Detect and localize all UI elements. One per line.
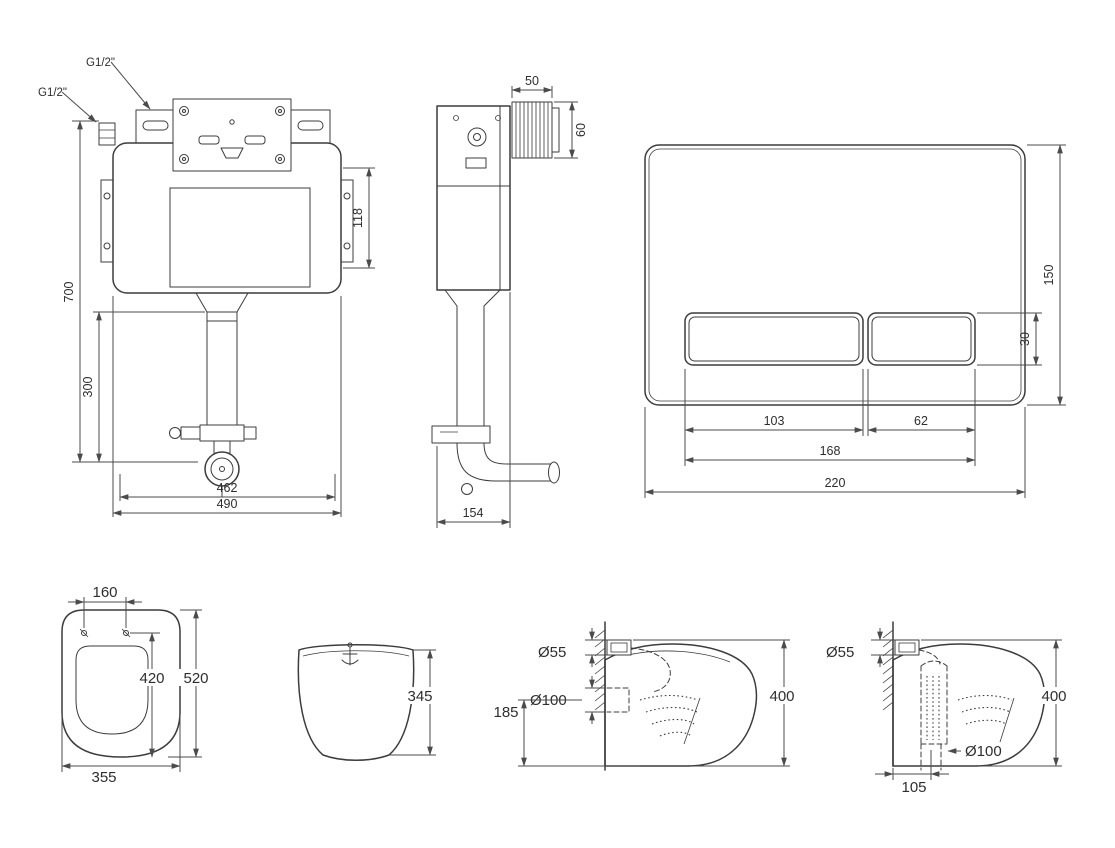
internal-channels bbox=[606, 647, 701, 745]
frame-plate bbox=[172, 98, 292, 172]
dim-62: 62 bbox=[867, 369, 976, 466]
svg-text:700: 700 bbox=[62, 282, 76, 303]
access-panel bbox=[169, 187, 311, 288]
dim-160: 160 bbox=[68, 584, 142, 628]
dim-185: 185 bbox=[493, 699, 640, 767]
svg-text:462: 462 bbox=[217, 481, 238, 495]
dim-700: 700 bbox=[62, 120, 198, 463]
svg-text:160: 160 bbox=[92, 584, 117, 601]
fixing-symbol bbox=[341, 642, 359, 666]
svg-text:60: 60 bbox=[574, 123, 588, 137]
dim-150: 150 bbox=[1027, 144, 1066, 406]
inlet-label-left: G1/2" bbox=[38, 87, 67, 99]
face-details bbox=[453, 115, 501, 169]
svg-text:355: 355 bbox=[91, 769, 116, 786]
dim-400-wall: 400 bbox=[633, 639, 802, 767]
dim-168: 168 bbox=[684, 444, 976, 463]
svg-text:185: 185 bbox=[493, 704, 518, 721]
outlet-valve bbox=[169, 424, 257, 498]
svg-text:490: 490 bbox=[217, 497, 238, 511]
dim-103: 103 bbox=[684, 369, 864, 466]
svg-text:154: 154 bbox=[463, 506, 484, 520]
svg-text:Ø55: Ø55 bbox=[538, 644, 566, 661]
internal-trap bbox=[918, 649, 1015, 771]
dim-outlet-diameter: Ø100 bbox=[947, 743, 1002, 760]
inlet-label-top: G1/2" bbox=[86, 57, 115, 69]
inlet-fitting bbox=[98, 122, 116, 146]
dim-220: 220 bbox=[644, 407, 1026, 498]
outlet-elbow bbox=[456, 442, 560, 495]
leader-line bbox=[61, 91, 97, 123]
bowl-top-view: 160 420 520 355 bbox=[61, 584, 215, 786]
flush-pipe bbox=[195, 292, 249, 426]
svg-text:220: 220 bbox=[825, 476, 846, 490]
dim-118: 118 bbox=[343, 167, 375, 269]
svg-text:Ø55: Ø55 bbox=[826, 644, 854, 661]
flush-button-small bbox=[867, 312, 976, 366]
inlet-spigot bbox=[606, 639, 632, 656]
dim-105: 105 bbox=[875, 750, 949, 796]
wall-brackets bbox=[100, 179, 354, 263]
svg-text:105: 105 bbox=[901, 779, 926, 796]
bowl-wall-outlet-view: Ø55 Ø100 185 400 bbox=[493, 621, 802, 771]
dim-420: 420 bbox=[130, 632, 171, 758]
pipe-bracket bbox=[431, 425, 491, 444]
cistern-body-side bbox=[436, 105, 511, 291]
bowl-opening bbox=[75, 645, 149, 735]
dim-300: 300 bbox=[81, 311, 205, 463]
dim-60: 60 bbox=[554, 101, 588, 159]
svg-text:30: 30 bbox=[1018, 332, 1032, 346]
svg-text:520: 520 bbox=[183, 670, 208, 687]
dim-345: 345 bbox=[389, 649, 440, 756]
dim-50: 50 bbox=[511, 74, 553, 98]
svg-text:118: 118 bbox=[351, 208, 365, 228]
svg-text:50: 50 bbox=[525, 74, 539, 88]
svg-text:345: 345 bbox=[407, 688, 432, 705]
cistern-front-view: G1/2" G1/2" 700 300 118 462 bbox=[38, 57, 375, 517]
leader-line bbox=[110, 61, 151, 110]
wall-hatching bbox=[594, 621, 606, 771]
bowl-floor-outlet-view: Ø55 400 Ø100 105 bbox=[826, 621, 1074, 796]
inlet-spigot bbox=[894, 639, 920, 656]
svg-text:103: 103 bbox=[764, 414, 785, 428]
wall-hatching bbox=[882, 621, 894, 767]
hinge-holes bbox=[79, 628, 131, 638]
dim-inlet-diameter: Ø55 bbox=[826, 628, 895, 667]
flush-pipe-side bbox=[444, 289, 501, 443]
svg-text:300: 300 bbox=[81, 377, 95, 398]
bowl-front-view: 345 bbox=[297, 642, 440, 761]
inlet-connector bbox=[511, 101, 560, 159]
dim-30: 30 bbox=[977, 312, 1042, 366]
bowl-profile bbox=[892, 643, 1046, 767]
svg-text:400: 400 bbox=[769, 688, 794, 705]
bowl-profile bbox=[604, 643, 758, 767]
dim-490: 490 bbox=[112, 296, 342, 517]
dim-462: 462 bbox=[119, 474, 336, 501]
flush-button-large bbox=[684, 312, 864, 366]
dim-inlet-diameter: Ø55 bbox=[538, 628, 607, 667]
svg-text:168: 168 bbox=[820, 444, 841, 458]
flush-plate-view: 30 150 103 62 168 220 bbox=[644, 144, 1066, 498]
dim-154: 154 bbox=[436, 292, 511, 528]
dim-400-floor: 400 bbox=[921, 639, 1074, 767]
dim-355: 355 bbox=[61, 714, 181, 786]
svg-text:400: 400 bbox=[1041, 688, 1066, 705]
svg-text:62: 62 bbox=[914, 414, 928, 428]
plate-body bbox=[644, 144, 1026, 406]
svg-text:Ø100: Ø100 bbox=[965, 743, 1002, 760]
svg-text:150: 150 bbox=[1042, 265, 1056, 286]
svg-text:420: 420 bbox=[139, 670, 164, 687]
dim-520: 520 bbox=[168, 609, 215, 758]
cistern-side-view: 50 60 154 bbox=[431, 74, 588, 528]
